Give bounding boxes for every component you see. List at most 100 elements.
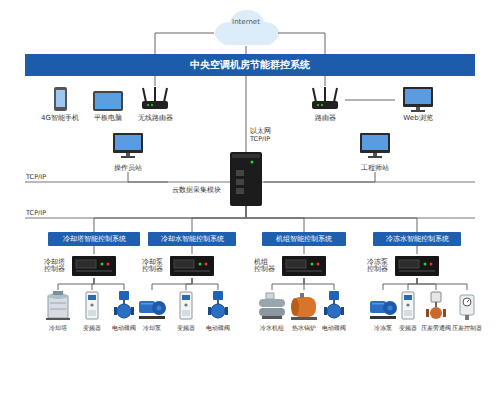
node-label: 无线路由器 (138, 114, 173, 122)
tablet-icon (95, 93, 121, 109)
cooling-tower-icon (50, 303, 66, 304)
node-label: 电动碟阀 (112, 325, 136, 332)
node-label: 冷却塔 控制器 (44, 259, 68, 274)
edge-label: 以太网 TCP/IP (250, 128, 282, 144)
connector-line (417, 278, 467, 290)
inverter-icon (86, 292, 98, 319)
boiler-icon (291, 317, 317, 320)
connector-line (152, 278, 192, 290)
connector-line (417, 246, 418, 254)
node-label: 电动碟阀 (322, 325, 346, 332)
tablet-icon (93, 91, 123, 111)
device-node: 压差控制器 (452, 290, 482, 332)
node-label: 工程师站 (361, 164, 389, 172)
connector-line (192, 206, 246, 232)
node-label: 冷却泵 (143, 325, 161, 332)
device-node: 无线路由器 (135, 86, 175, 122)
device-node: 电动碟阀 (109, 290, 139, 332)
device-node: 冷冻泵 (371, 290, 395, 332)
bus-line (25, 218, 475, 219)
controller-node: 冷冻泵 控制器 (367, 254, 439, 278)
bypass-valve-icon (443, 309, 446, 317)
node-label: 变频器 (83, 325, 101, 332)
valve-icon (114, 291, 134, 318)
chiller-icon (262, 316, 282, 319)
device-node: 冷却塔 (43, 290, 73, 332)
controller-device (282, 256, 326, 276)
connector-line (192, 246, 193, 254)
router-icon (142, 87, 338, 109)
controller-device (170, 256, 214, 276)
phone-icon (56, 90, 65, 107)
internet-cloud (220, 30, 275, 45)
connector-line (58, 278, 94, 290)
system-header: 冷冻水智能控制系统 (373, 232, 461, 246)
connector-line (304, 278, 305, 290)
device-node: 变频器 (171, 290, 201, 332)
device-node: 压差旁通阀 (421, 290, 451, 332)
device-node: 平板电脑 (88, 86, 128, 122)
chiller-icon (266, 293, 274, 299)
system-header: 机组智能控制系统 (262, 232, 346, 246)
valve-icon (324, 291, 344, 318)
controller-node: 冷却泵 控制器 (142, 254, 214, 278)
node-label: 变频器 (177, 325, 195, 332)
gateway-module (236, 179, 244, 185)
controller-device (395, 256, 439, 276)
cooling-tower-icon (48, 296, 68, 318)
gateway-module (251, 161, 254, 164)
connector-line (192, 278, 218, 290)
node-label: 压差旁通阀 (421, 325, 451, 332)
bypass-valve-icon (426, 292, 446, 319)
device-node: 电动碟阀 (319, 290, 349, 332)
valve-icon (114, 291, 344, 318)
node-label: 操作员站 (114, 164, 142, 172)
pressure-controller-icon (463, 298, 471, 306)
device-node: 路由器 (305, 86, 345, 122)
device-node: 操作员站 (106, 132, 150, 172)
gateway-module (232, 154, 260, 158)
node-label: Web浏览 (403, 114, 432, 122)
connector-line (186, 278, 192, 290)
monitor-icon (113, 87, 433, 158)
device-node: 工程师站 (353, 132, 397, 172)
connector-line (94, 206, 246, 232)
node-label: Internet (232, 18, 260, 26)
connector-line (304, 278, 334, 290)
inverter-icon (180, 292, 192, 319)
node-label: 云数据采集模块 (172, 186, 221, 194)
router-icon (142, 87, 168, 109)
connector-line (94, 278, 124, 290)
system-header: 冷却塔智能控制系统 (48, 232, 140, 246)
boiler-icon (300, 293, 304, 298)
boiler-icon (292, 297, 316, 317)
device-node: 变频器 (396, 290, 420, 332)
pressure-controller-icon (460, 295, 474, 320)
connector-line (304, 246, 305, 254)
pump-icon (139, 301, 166, 319)
cooling-tower-icon (46, 291, 70, 320)
cooling-tower-icon (50, 309, 66, 310)
connector-line (272, 278, 304, 290)
device-node: 冷水机组 (257, 290, 287, 332)
node-label: 冷冻泵 控制器 (367, 259, 391, 274)
device-node: 冷却泵 (137, 290, 167, 332)
inverter-icon (86, 292, 414, 319)
gateway-module (230, 152, 262, 206)
valve-icon (208, 291, 228, 318)
router-icon (312, 87, 338, 109)
title-band: 中央空调机房节能群控系统 (25, 54, 475, 76)
cloud-node: Internet (214, 12, 278, 46)
node-label: 冷冻泵 (374, 325, 392, 332)
device-node: 变频器 (77, 290, 107, 332)
bus-label: TCP/IP (26, 173, 46, 181)
node-label: 机组智能控制系统 (276, 235, 332, 243)
bypass-valve-icon (435, 302, 437, 307)
phone-icon (54, 87, 67, 111)
bypass-valve-icon (426, 309, 429, 317)
node-label: 冷却塔智能控制系统 (63, 235, 126, 243)
controller-device (72, 256, 439, 276)
node-label: 压差控制器 (452, 325, 482, 332)
pressure-controller-icon (460, 295, 474, 315)
